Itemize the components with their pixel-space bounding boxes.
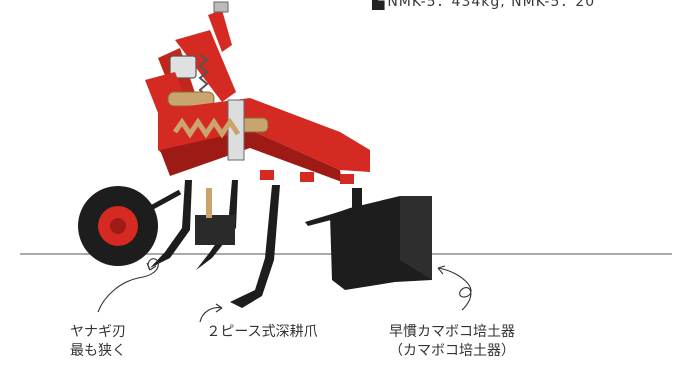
- label-two-piece-tine: ２ピース式深耕爪: [182, 323, 342, 342]
- arrow-head-willow-blade: [146, 262, 157, 271]
- callout-arrow-ridger: [437, 267, 472, 311]
- arrow-head-ridger: [437, 265, 446, 275]
- gauge-wheel: [78, 186, 182, 266]
- label-two-piece-tine-text: ２ピース式深耕爪: [206, 324, 318, 340]
- arrow-head-tine: [215, 303, 223, 313]
- corner-bracket-icon: ▙: [372, 0, 386, 10]
- cultivator-implement: [78, 1, 432, 308]
- ridger-body: [305, 188, 432, 290]
- main-frame: [158, 98, 370, 184]
- label-willow-blade-line2: 最も狭く: [70, 343, 126, 359]
- label-ridger: 早慣カマボコ培土器 （カマボコ培土器）: [362, 323, 542, 361]
- deep-tillage-tine: [230, 185, 280, 308]
- spec-header: ▙NMK-5：434kg, NMK-5：20: [372, 0, 595, 11]
- callout-arrow-willow-blade: [97, 258, 159, 313]
- spec-text: NMK-5：434kg, NMK-5：20: [387, 0, 596, 10]
- callout-arrow-tine: [199, 307, 223, 323]
- label-ridger-line1: 早慣カマボコ培土器: [389, 324, 515, 340]
- willow-blades: [150, 180, 238, 270]
- label-willow-blade-line1: ヤナギ刃: [70, 324, 126, 340]
- callout-arrows: [97, 258, 472, 323]
- label-ridger-line2: （カマボコ培土器）: [389, 343, 515, 359]
- label-willow-blade: ヤナギ刃 最も狭く: [60, 323, 136, 361]
